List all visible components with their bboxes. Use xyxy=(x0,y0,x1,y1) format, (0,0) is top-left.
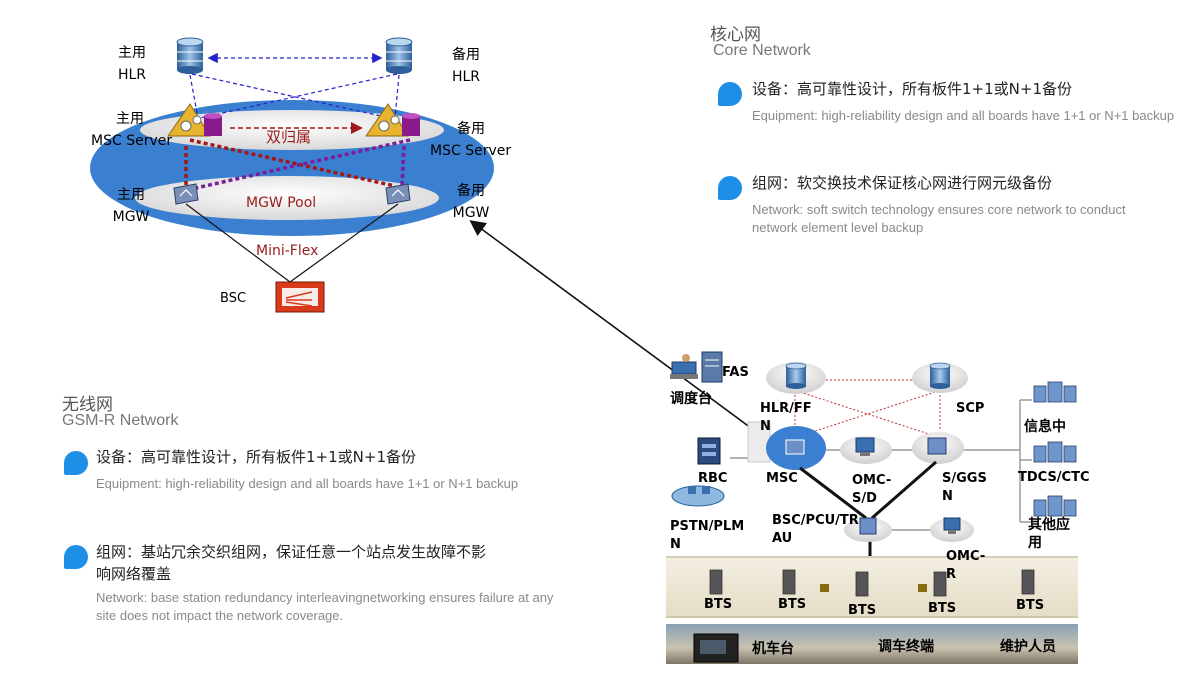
backup-msc-server-icon xyxy=(365,103,420,137)
core-equipment-en: Equipment: high-reliability design and a… xyxy=(752,108,1175,123)
mgw-pool-label: MGW Pool xyxy=(246,195,317,211)
rbc-label: RBC xyxy=(698,471,728,486)
main-hlr-label-2: HLR xyxy=(117,67,147,83)
hlr-ffn-label: HLR/FFN xyxy=(760,401,812,434)
scp-db-icon xyxy=(929,362,951,389)
bsc-icon xyxy=(275,281,325,313)
dispatch-label: 调度台 xyxy=(670,391,712,407)
hlr-ffn-db-icon xyxy=(785,362,807,389)
bsc-pcu-trau-label: BSC/PCU/TRAU xyxy=(772,513,859,546)
main-msc-server-icon xyxy=(167,103,222,137)
bullet-icon xyxy=(718,176,742,200)
fas-server-icon xyxy=(701,351,723,383)
core-redundancy-diagram xyxy=(90,37,494,313)
bullet-icon xyxy=(718,82,742,106)
backup-hlr-label-1: 备用 xyxy=(452,47,480,63)
bts-tower-icon xyxy=(709,569,1035,597)
mini-flex-label: Mini-Flex xyxy=(256,243,319,259)
bsc-pcu-node-icon xyxy=(859,517,877,535)
bts-label: BTS xyxy=(848,603,877,618)
main-msc-label-1: 主用 xyxy=(116,111,144,127)
fas-label: FAS xyxy=(722,365,749,380)
tdcs-ctc-server-icon xyxy=(1033,441,1077,463)
bsc-label: BSC xyxy=(220,291,247,306)
other-app-label: 其他应用 xyxy=(1028,517,1070,551)
scp-label: SCP xyxy=(956,401,985,416)
cab-radio-label: 机车台 xyxy=(752,641,794,657)
core-title-en: Core Network xyxy=(713,42,811,59)
backup-msc-label-2: MSC Server xyxy=(430,143,512,159)
msc-label: MSC xyxy=(766,471,798,486)
cab-radio-icon xyxy=(693,633,739,663)
tdcs-ctc-label: TDCS/CTC xyxy=(1018,470,1090,485)
bts-label: BTS xyxy=(1016,598,1045,613)
bts-label: BTS xyxy=(704,597,733,612)
main-mgw-label-1: 主用 xyxy=(117,187,145,203)
backup-msc-label-1: 备用 xyxy=(457,121,485,137)
wireless-title-en: GSM-R Network xyxy=(62,412,179,429)
core-network-cn: 组网：软交换技术保证核心网进行网元级备份 xyxy=(752,174,1053,192)
mgw-layer xyxy=(135,176,439,220)
omc-r-computer-icon xyxy=(943,517,961,534)
main-msc-label-2: MSC Server xyxy=(91,133,173,149)
main-mgw-label-2: MGW xyxy=(112,209,150,225)
bullet-icon xyxy=(64,451,88,475)
backup-mgw-label-1: 备用 xyxy=(457,183,485,199)
core-network-en: Network: soft switch technology ensures … xyxy=(752,202,1126,235)
backup-mgw-icon xyxy=(385,183,411,205)
backup-mgw-label-2: MGW xyxy=(452,205,490,221)
backup-hlr-label-2: HLR xyxy=(451,69,481,85)
maintenance-staff-label: 维护人员 xyxy=(1000,639,1056,655)
dispatch-console-icon xyxy=(670,354,698,379)
sggsn-node-icon xyxy=(927,437,947,455)
backup-hlr-db-icon xyxy=(385,37,413,74)
pstn-cloud-icon xyxy=(671,485,725,507)
dual-homing-label: 双归属 xyxy=(266,128,312,146)
sggsn-label: S/GGSN xyxy=(942,471,987,504)
bts-label: BTS xyxy=(928,601,957,616)
wireless-equipment-cn: 设备：高可靠性设计，所有板件1+1或N+1备份 xyxy=(96,448,416,466)
pstn-plmn-label: PSTN/PLMN xyxy=(670,519,745,552)
wireless-network-en: Network: base station redundancy interle… xyxy=(96,590,554,623)
core-title-cn: 核心网 xyxy=(710,25,761,45)
wireless-network-cn: 组网：基站冗余交织组网，保证任意一个站点发生故障不影响网络覆盖 xyxy=(96,543,487,583)
info-center-server-icon xyxy=(1033,381,1077,403)
omc-sd-computer-icon xyxy=(855,437,875,456)
omc-r-label: OMC-R xyxy=(946,549,986,582)
other-app-server-icon xyxy=(1033,495,1077,517)
omc-sd-label: OMC-S/D xyxy=(852,473,892,506)
shunting-terminal-label: 调车终端 xyxy=(878,639,934,655)
main-hlr-label-1: 主用 xyxy=(118,45,146,61)
rbc-server-icon xyxy=(697,437,721,465)
main-hlr-db-icon xyxy=(176,37,204,74)
bts-label: BTS xyxy=(778,597,807,612)
bullet-icon xyxy=(64,545,88,569)
wireless-title-cn: 无线网 xyxy=(62,395,113,415)
info-center-label: 信息中 xyxy=(1024,419,1066,435)
core-equipment-cn: 设备：高可靠性设计，所有板件1+1或N+1备份 xyxy=(752,80,1072,98)
main-mgw-icon xyxy=(173,183,199,205)
wireless-equipment-en: Equipment: high-reliability design and a… xyxy=(96,476,519,491)
